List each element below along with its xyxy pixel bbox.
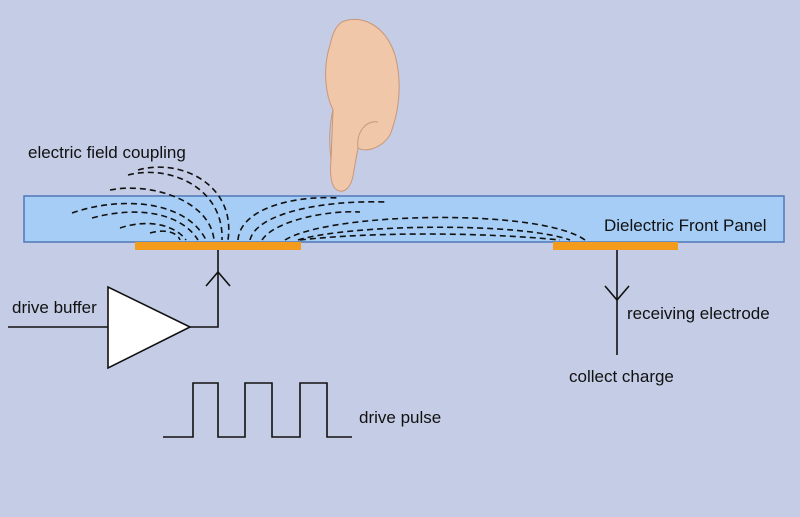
drive-pulse-waveform (163, 382, 352, 438)
field-line (249, 201, 386, 241)
receive-wiring (604, 250, 630, 355)
receive-electrode (553, 242, 678, 250)
field-line (237, 196, 341, 241)
field-line (261, 210, 361, 241)
dielectric-front-panel-label: Dielectric Front Panel (604, 216, 767, 235)
field-line (127, 171, 223, 241)
field-line (109, 187, 215, 241)
field-line (137, 166, 230, 241)
triangle-buffer-icon (107, 285, 192, 370)
field-lines (71, 166, 586, 241)
field-line (71, 202, 207, 241)
field-line (284, 216, 586, 241)
pointing-hand-icon (325, 18, 400, 192)
electric-field-coupling-label: electric field coupling (28, 143, 186, 162)
field-line (149, 230, 181, 241)
field-line (297, 226, 571, 241)
drive-electrode (135, 242, 301, 250)
drive-output-wire (190, 250, 219, 328)
collect-charge-label: collect charge (569, 367, 674, 386)
receiving-electrode-label: receiving electrode (627, 304, 770, 323)
down-arrow-icon (604, 285, 630, 302)
drive-wiring (8, 250, 231, 328)
up-arrow-icon (205, 270, 231, 287)
field-line (91, 211, 199, 241)
field-line (119, 222, 187, 241)
drive-buffer-label: drive buffer (12, 298, 97, 317)
drive-pulse-label: drive pulse (359, 408, 442, 427)
